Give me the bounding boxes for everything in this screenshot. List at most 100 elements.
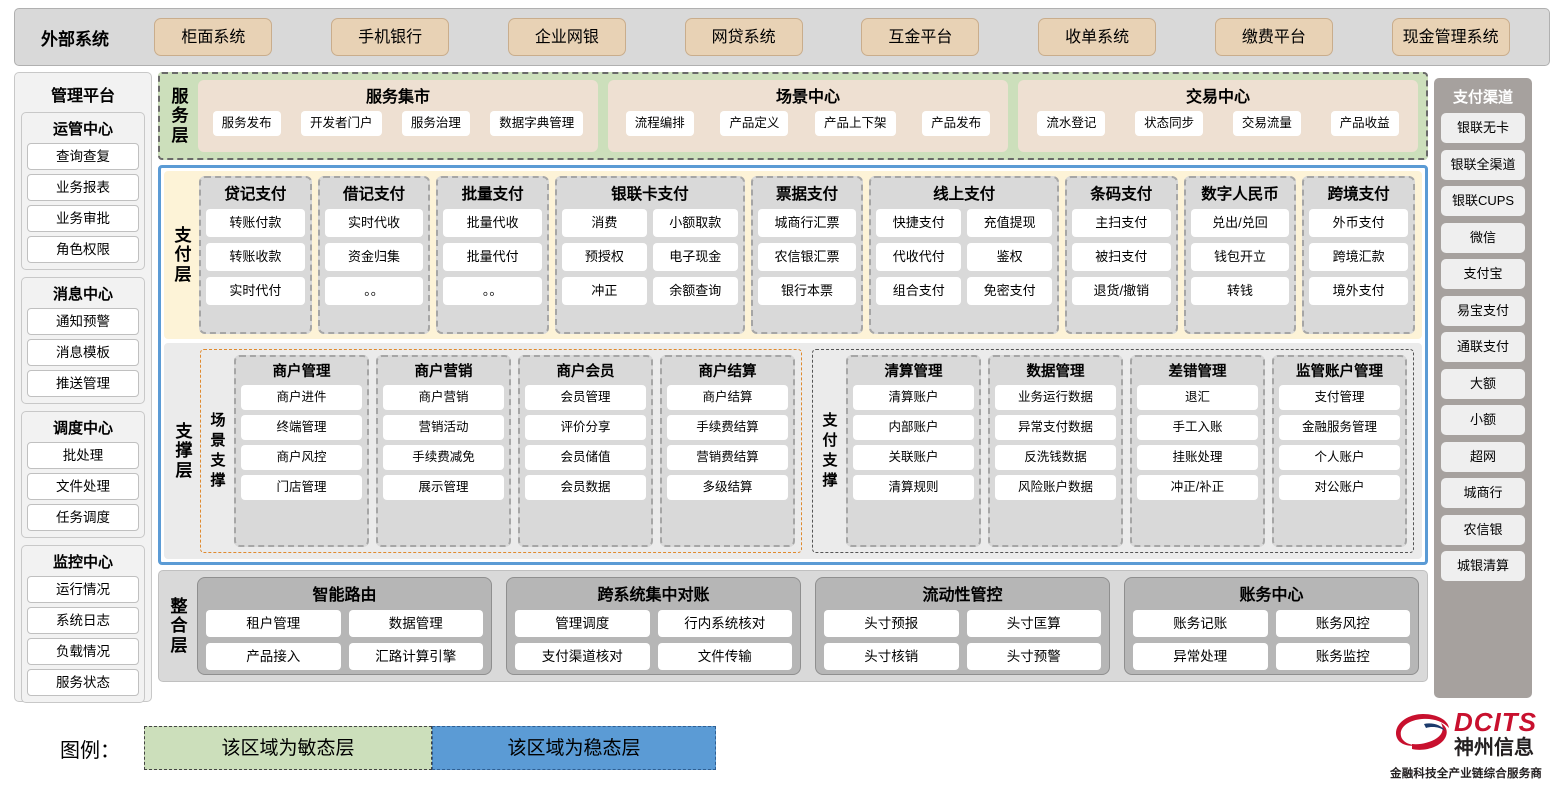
support-item-0-2-2[interactable]: 会员储值 [525, 445, 646, 470]
payment-item-4-0-0[interactable]: 城商行汇票 [757, 209, 857, 237]
payment-item-5-1-0[interactable]: 代收代付 [876, 243, 962, 271]
integration-item-2-1-0[interactable]: 头寸核销 [824, 643, 959, 670]
payment-item-5-0-0[interactable]: 快捷支付 [876, 209, 962, 237]
integration-item-1-1-1[interactable]: 文件传输 [657, 643, 792, 670]
management-item-1-2[interactable]: 推送管理 [27, 370, 139, 397]
service-chip-2-3[interactable]: 产品收益 [1330, 111, 1399, 136]
management-item-2-1[interactable]: 文件处理 [27, 473, 139, 500]
support-item-1-0-2[interactable]: 关联账户 [853, 445, 974, 470]
support-item-0-2-3[interactable]: 会员数据 [525, 475, 646, 500]
management-item-1-1[interactable]: 消息模板 [27, 339, 139, 366]
integration-item-3-0-1[interactable]: 账务风控 [1275, 610, 1410, 637]
payment-channel-item-12[interactable]: 城银清算 [1441, 551, 1525, 581]
service-chip-0-0[interactable]: 服务发布 [212, 111, 281, 136]
payment-item-6-1-0[interactable]: 被扫支付 [1071, 243, 1171, 271]
integration-item-3-0-0[interactable]: 账务记账 [1133, 610, 1268, 637]
external-system-item-0[interactable]: 柜面系统 [154, 18, 273, 56]
payment-item-3-2-1[interactable]: 余额查询 [652, 277, 738, 305]
management-item-3-2[interactable]: 负载情况 [27, 638, 139, 665]
support-item-0-0-0[interactable]: 商户进件 [241, 385, 362, 410]
support-item-1-0-1[interactable]: 内部账户 [853, 415, 974, 440]
payment-item-3-2-0[interactable]: 冲正 [562, 277, 647, 305]
payment-channel-item-3[interactable]: 微信 [1441, 222, 1525, 253]
payment-channel-item-8[interactable]: 小额 [1441, 405, 1525, 435]
support-item-0-2-0[interactable]: 会员管理 [525, 385, 646, 410]
payment-channel-item-5[interactable]: 易宝支付 [1441, 295, 1525, 326]
payment-channel-item-0[interactable]: 银联无卡 [1441, 113, 1525, 143]
payment-item-0-1-0[interactable]: 转账收款 [206, 243, 305, 271]
integration-item-3-1-1[interactable]: 账务监控 [1275, 643, 1410, 670]
service-chip-0-3[interactable]: 数据字典管理 [490, 111, 584, 136]
external-system-item-5[interactable]: 收单系统 [1038, 18, 1157, 56]
service-chip-0-2[interactable]: 服务治理 [401, 111, 470, 136]
support-item-1-2-2[interactable]: 挂账处理 [1137, 445, 1258, 470]
integration-item-0-0-1[interactable]: 数据管理 [348, 610, 483, 637]
payment-item-5-2-0[interactable]: 组合支付 [876, 277, 962, 305]
integration-item-1-0-1[interactable]: 行内系统核对 [657, 610, 792, 637]
support-item-0-1-0[interactable]: 商户营销 [383, 385, 504, 410]
payment-item-4-2-0[interactable]: 银行本票 [757, 277, 857, 305]
payment-item-2-1-0[interactable]: 批量代付 [443, 243, 543, 271]
payment-item-1-1-0[interactable]: 资金归集 [324, 243, 424, 271]
support-item-0-0-3[interactable]: 门店管理 [241, 475, 362, 500]
payment-channel-item-4[interactable]: 支付宝 [1441, 259, 1525, 289]
support-item-0-1-2[interactable]: 手续费减免 [383, 445, 504, 470]
payment-channel-item-9[interactable]: 超网 [1441, 441, 1525, 472]
payment-item-3-0-0[interactable]: 消费 [562, 209, 647, 237]
external-system-item-6[interactable]: 缴费平台 [1214, 18, 1333, 56]
payment-item-3-1-1[interactable]: 电子现金 [652, 243, 738, 271]
management-item-0-1[interactable]: 业务报表 [27, 174, 139, 201]
support-item-1-2-3[interactable]: 冲正/补正 [1137, 475, 1258, 500]
payment-item-0-2-0[interactable]: 实时代付 [206, 277, 305, 305]
payment-item-5-0-1[interactable]: 充值提现 [967, 209, 1052, 237]
support-item-1-1-0[interactable]: 业务运行数据 [995, 385, 1116, 410]
external-system-item-4[interactable]: 互金平台 [861, 18, 980, 56]
support-item-0-2-1[interactable]: 评价分享 [525, 415, 646, 440]
payment-channel-item-6[interactable]: 通联支付 [1441, 332, 1525, 362]
management-item-1-0[interactable]: 通知预警 [27, 308, 139, 335]
support-item-1-1-1[interactable]: 异常支付数据 [995, 415, 1116, 440]
payment-item-7-1-0[interactable]: 钱包开立 [1190, 243, 1290, 271]
external-system-item-2[interactable]: 企业网银 [507, 18, 626, 56]
payment-item-2-2-0[interactable]: 。。 [443, 277, 543, 305]
support-item-0-3-3[interactable]: 多级结算 [667, 475, 788, 500]
service-chip-0-1[interactable]: 开发者门户 [301, 111, 382, 136]
service-chip-2-1[interactable]: 状态同步 [1135, 111, 1204, 136]
payment-channel-item-2[interactable]: 银联CUPS [1441, 186, 1525, 216]
payment-item-6-0-0[interactable]: 主扫支付 [1071, 209, 1171, 237]
management-item-3-3[interactable]: 服务状态 [27, 669, 139, 696]
payment-item-0-0-0[interactable]: 转账付款 [206, 209, 305, 237]
payment-item-5-2-1[interactable]: 免密支付 [967, 277, 1052, 305]
support-item-1-0-3[interactable]: 清算规则 [853, 475, 974, 500]
support-item-0-1-3[interactable]: 展示管理 [383, 475, 504, 500]
support-item-1-3-3[interactable]: 对公账户 [1279, 475, 1400, 500]
payment-item-6-2-0[interactable]: 退货/撤销 [1071, 277, 1171, 305]
payment-item-8-0-0[interactable]: 外币支付 [1309, 209, 1408, 237]
payment-item-7-2-0[interactable]: 转钱 [1190, 277, 1290, 305]
payment-item-8-1-0[interactable]: 跨境汇款 [1309, 243, 1408, 271]
management-item-0-2[interactable]: 业务审批 [27, 205, 139, 232]
payment-item-3-1-0[interactable]: 预授权 [562, 243, 647, 271]
support-item-0-3-0[interactable]: 商户结算 [667, 385, 788, 410]
management-item-0-3[interactable]: 角色权限 [27, 236, 139, 263]
payment-item-4-1-0[interactable]: 农信银汇票 [757, 243, 857, 271]
support-item-0-0-2[interactable]: 商户风控 [241, 445, 362, 470]
payment-item-1-2-0[interactable]: 。。 [324, 277, 424, 305]
payment-channel-item-11[interactable]: 农信银 [1441, 514, 1525, 545]
service-chip-1-0[interactable]: 流程编排 [625, 111, 694, 136]
support-item-1-3-0[interactable]: 支付管理 [1279, 385, 1400, 410]
support-item-0-0-1[interactable]: 终端管理 [241, 415, 362, 440]
management-item-2-0[interactable]: 批处理 [27, 442, 139, 469]
payment-item-8-2-0[interactable]: 境外支付 [1309, 277, 1408, 305]
support-item-1-2-1[interactable]: 手工入账 [1137, 415, 1258, 440]
integration-item-0-0-0[interactable]: 租户管理 [206, 610, 341, 637]
integration-item-2-0-0[interactable]: 头寸预报 [824, 610, 959, 637]
service-chip-1-1[interactable]: 产品定义 [720, 111, 789, 136]
service-chip-2-0[interactable]: 流水登记 [1037, 111, 1106, 136]
integration-item-2-0-1[interactable]: 头寸匡算 [966, 610, 1101, 637]
management-item-3-0[interactable]: 运行情况 [27, 576, 139, 603]
payment-item-1-0-0[interactable]: 实时代收 [324, 209, 424, 237]
payment-item-5-1-1[interactable]: 鉴权 [967, 243, 1052, 271]
support-item-0-1-1[interactable]: 营销活动 [383, 415, 504, 440]
support-item-1-3-1[interactable]: 金融服务管理 [1279, 415, 1400, 440]
